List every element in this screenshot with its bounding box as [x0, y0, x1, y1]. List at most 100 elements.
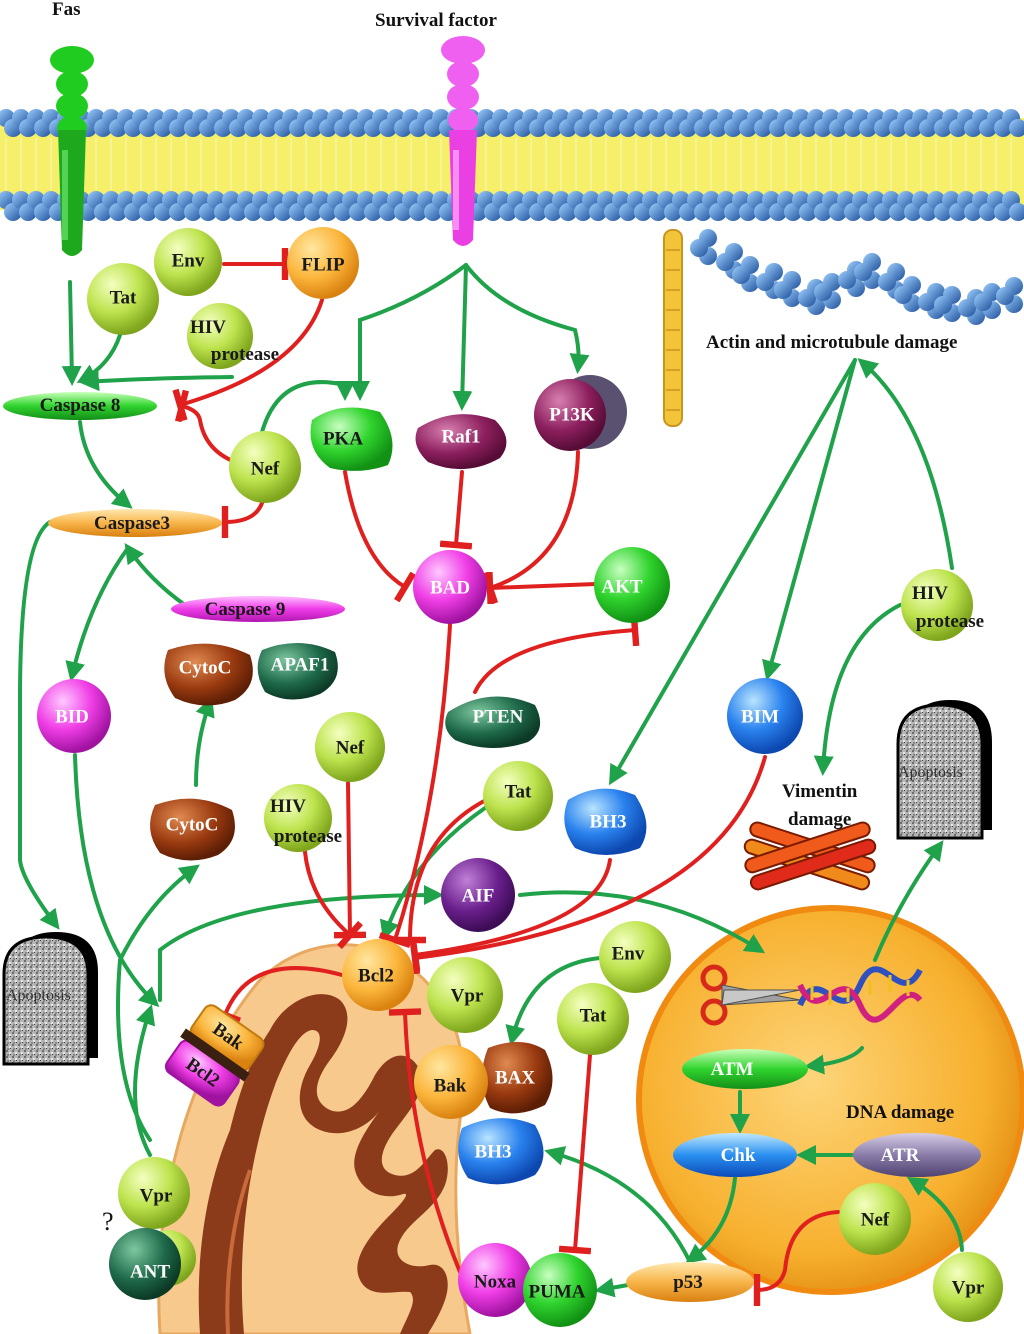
caspase9-label: Caspase 9 [205, 599, 286, 620]
survival-to-pka-activation-arrow [350, 263, 468, 401]
tat-inhibits-puma-inhibition-line [558, 1053, 592, 1255]
apoptosis-right-label: Apoptosis [898, 764, 963, 781]
hiv-protease-mid-label-1: HIV [270, 796, 306, 817]
microtubule-bead [798, 289, 816, 307]
bcl2-node-center: Bcl2 [342, 939, 414, 1011]
vprleft-to-aif-activation-arrow [158, 885, 444, 1002]
apaf1-node: APAF1 [257, 642, 338, 700]
raf1-inhibits-bad-inhibition-line [439, 470, 473, 550]
actin-filament [663, 229, 683, 427]
cytoc-top-label: CytoC [179, 657, 232, 678]
microtubule-bead [996, 287, 1014, 305]
microtubule-bead [918, 293, 936, 311]
dna-helix-icon [797, 966, 923, 1023]
fas-to-caspase8-activation-arrow [61, 280, 82, 386]
p53-node: p53 [626, 1262, 754, 1302]
nef-inhibits-caspase8-inhibition-line [175, 389, 237, 464]
bad-inhibits-bcl2-inhibition-line [378, 623, 452, 948]
bim-node: BIM [727, 678, 803, 754]
hiv-protease-right-label-2: protease [916, 611, 984, 632]
microtubule-bead [732, 266, 750, 284]
puma-label: PUMA [529, 1281, 586, 1302]
noxa-label: Noxa [474, 1271, 517, 1292]
nef-node-top: Nef [229, 431, 301, 503]
bim-label: BIM [741, 706, 779, 727]
tat-bottom-label: Tat [580, 1005, 607, 1026]
pten-inhibits-akt-inhibition-line [473, 613, 640, 694]
pten-node: PTEN [445, 696, 541, 749]
hivprot-inhibits-bcl2-inhibition-line [303, 850, 363, 950]
aif-label: AIF [462, 885, 495, 906]
ant-node: ANT [109, 1228, 196, 1300]
nef-top-label: Nef [251, 458, 280, 479]
bh3-inhibits-bcl2-inhibition-line [409, 858, 612, 972]
actin-to-bh3-activation-arrow [608, 358, 857, 786]
vpr-left-label: Vpr [140, 1185, 173, 1206]
pka-label: PKA [323, 428, 363, 449]
raf1-node: Raf1 [415, 414, 507, 470]
bak-bcl2-channel: Bak Bcl2 [164, 1004, 265, 1107]
tat-top-label: Tat [110, 287, 137, 308]
aif-to-nucleus-activation-arrow [518, 890, 766, 954]
microtubule-bead [878, 273, 896, 291]
pathway-edges [18, 248, 964, 1307]
survival-factor-receptor [441, 36, 485, 246]
cytoc-mid-label: CytoC [166, 814, 219, 835]
bh3-node-mid: BH3 [564, 788, 647, 855]
actin-damage-label: Actin and microtubule damage [706, 332, 957, 353]
akt-node: AKT [594, 547, 670, 623]
bad-label: BAD [430, 577, 470, 598]
chk-node: Chk [673, 1133, 797, 1177]
survival-to-raf1-activation-arrow [452, 263, 473, 411]
caspase3-to-apoptosis-left-activation-arrow [18, 520, 60, 930]
atr-label: ATR [881, 1145, 920, 1166]
bid-to-channel-activation-arrow [73, 753, 160, 1008]
nef-bottom-label: Nef [861, 1209, 890, 1230]
vpr-node-center: Vpr [427, 957, 503, 1033]
microtubule-bead [716, 253, 734, 271]
hiv-protease-node-right: HIV protease [901, 569, 984, 641]
tat-node-mid: Tat [483, 761, 553, 831]
akt-label: AKT [601, 576, 643, 597]
tat-node-bottom: Tat [557, 983, 629, 1055]
vpr-node-bottom: Vpr [933, 1252, 1003, 1322]
bax-node: BAX [481, 1041, 553, 1114]
nucleus-to-apoptosis-right-activation-arrow [873, 840, 944, 962]
puma-node: PUMA [523, 1253, 597, 1327]
vprleft-to-channel-activation-arrow [133, 1004, 156, 1157]
bcl2-center-label: Bcl2 [358, 965, 394, 986]
bh3-mid-label: BH3 [590, 811, 627, 832]
tat-node-top: Tat [87, 263, 159, 335]
bid-node: BID [37, 679, 111, 753]
atr-node: ATR [853, 1133, 981, 1177]
env-to-bax-activation-arrow [505, 956, 602, 1046]
scissors-icon [700, 964, 801, 1026]
tat-to-caspase8-activation-arrow [76, 333, 122, 383]
pka-node: PKA [310, 407, 393, 471]
microtubule-bead [838, 271, 856, 289]
bh3-bottom-label: BH3 [475, 1141, 512, 1162]
vimentin-damage-label: damage [788, 809, 851, 830]
hiv-protease-right-label-1: HIV [912, 583, 948, 604]
actin-to-bim-activation-arrow [762, 358, 857, 681]
nucleus [636, 905, 1024, 1295]
bim-inhibits-bcl2-inhibition-line [409, 755, 767, 975]
pka-inhibits-bad-inhibition-line [343, 470, 416, 603]
microtubule-bead [854, 263, 872, 281]
nef-node-mid: Nef [315, 712, 385, 782]
aif-node: AIF [441, 858, 515, 932]
chk-to-p53-activation-arrow [685, 1176, 737, 1264]
atm-node: ATM [682, 1049, 808, 1089]
vprbottom-to-atr-activation-arrow [906, 1176, 964, 1252]
caspase3-node: Caspase3 [48, 509, 222, 537]
caspase8-label: Caspase 8 [40, 395, 121, 416]
akt-inhibits-bad-inhibition-line [486, 571, 598, 605]
p53-label: p53 [673, 1272, 703, 1293]
bid-label: BID [55, 706, 89, 727]
hiv-protease-mid-label-2: protease [274, 826, 342, 847]
apaf1-label: APAF1 [271, 654, 330, 675]
cell-membrane [0, 109, 1024, 221]
tat-inhibits-bcl2-inhibition-line [393, 798, 488, 944]
bak-node: Bak [414, 1045, 488, 1119]
